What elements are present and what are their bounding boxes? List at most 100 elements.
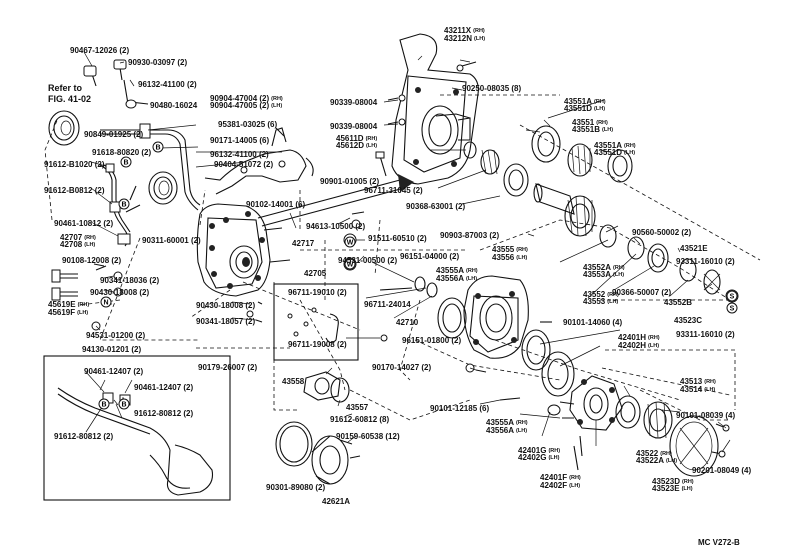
side-suffix: (RH) [365, 136, 378, 142]
oil-seal-90311 [148, 171, 178, 205]
part-label: 90250-08035 (8) [462, 84, 521, 93]
axle-shaft [533, 183, 596, 237]
part-number: 43553 [583, 297, 606, 306]
side-suffix: (RH) [77, 302, 90, 308]
part-label: 90102-14001 (6) [246, 200, 305, 209]
part-label: 43513(RH) [680, 377, 716, 387]
part-label: 42717 [292, 239, 314, 248]
side-suffix: (RH) [607, 292, 619, 298]
side-suffix: (LH) [607, 299, 619, 305]
inset-frame [43, 355, 231, 501]
part-number: 43555A [436, 266, 465, 275]
part-number: 91612-B1020 (2) [44, 160, 105, 169]
part-label: 90108-12008 (2) [62, 256, 121, 265]
side-suffix: (LH) [84, 242, 96, 248]
part-label: 43522A(LH) [636, 456, 677, 466]
part-number: 90108-12008 (2) [62, 256, 122, 265]
part-label: 42402H(LH) [618, 341, 659, 351]
part-number: 42708 [60, 240, 83, 249]
part-number: 96711-19010 (2) [288, 288, 347, 297]
cap-42621A [275, 421, 361, 485]
part-label: 90560-50002 (2) [632, 228, 691, 237]
part-label: 90179-26007 (2) [198, 363, 257, 372]
part-label: 43551(RH) [572, 118, 608, 128]
part-number: 90930-03097 (2) [128, 58, 188, 67]
part-number: 90404-51072 (2) [214, 160, 274, 169]
part-number: 42402F [540, 481, 568, 490]
part-number: 90849-01925 (2) [84, 130, 144, 139]
part-number: 90480-16024 [150, 101, 198, 110]
left-seal [48, 110, 80, 146]
part-label: 91511-60510 (2) [368, 234, 427, 243]
marker-b-1: B [155, 145, 160, 152]
part-label: 90480-16024 [150, 101, 197, 110]
marker-s-1: S [730, 294, 735, 301]
part-number: 42705 [304, 269, 327, 278]
part-label: 96132-41100 (2) [210, 150, 269, 159]
part-label: 93311-16010 (2) [676, 330, 735, 339]
kit-42705 [273, 283, 359, 361]
part-label: 91612-B1020 (2) [44, 160, 104, 169]
part-number: 43551A [564, 97, 593, 106]
part-number: 43211X [444, 26, 472, 35]
part-label: 96151-04000 (2) [400, 252, 459, 261]
part-number: 45619F [48, 308, 76, 317]
part-number: 91612-B0812 (2) [44, 186, 105, 195]
part-number: 43556A [486, 426, 515, 435]
part-label: 42710 [396, 318, 418, 327]
part-label: 43521E [680, 244, 708, 253]
side-suffix: (LH) [648, 343, 660, 349]
flange-43558 [303, 371, 350, 403]
side-suffix: (LH) [466, 276, 478, 282]
side-suffix: (RH) [548, 448, 561, 454]
guide-lines [44, 94, 761, 421]
part-label: 90903-87003 (2) [440, 231, 499, 240]
part-number: 43522 [636, 449, 659, 458]
side-suffix: (RH) [84, 235, 96, 241]
part-label: 43553(LH) [583, 297, 618, 307]
part-label: 90904-47005 (2)(LH) [210, 101, 282, 111]
part-label: 90430-18008 (2) [90, 288, 149, 297]
part-number: 96711-19008 (2) [288, 340, 347, 349]
part-number: 43557 [346, 403, 369, 412]
marker-b-4: B [101, 402, 106, 409]
part-label: 94531-01200 (2) [86, 331, 145, 340]
part-label: 90159-60538 (12) [336, 432, 400, 441]
part-label: 42621A [322, 497, 350, 506]
part-label: 90461-12407 (2) [134, 383, 193, 392]
marker-n: N [103, 300, 108, 307]
side-suffix: (RH) [594, 99, 606, 105]
part-number: 94613-10500 (2) [306, 222, 366, 231]
side-suffix: (LH) [666, 458, 678, 464]
assembly-arrow [257, 174, 414, 227]
part-number: 90201-08049 (4) [692, 466, 752, 475]
part-label: 45619F(LH) [48, 308, 88, 318]
part-number: 43556 [492, 253, 515, 262]
side-suffix: (RH) [596, 120, 608, 126]
part-label: 43514(LH) [680, 385, 715, 395]
part-number: 43556A [436, 274, 465, 283]
part-number: 90101-14060 (4) [563, 318, 623, 327]
side-suffix: (LH) [613, 272, 625, 278]
part-number: 43551 [572, 118, 595, 127]
part-number: 90301-89080 (2) [266, 483, 326, 492]
part-number: 90102-14001 (6) [246, 200, 306, 209]
part-label: 90461-12407 (2) [84, 367, 143, 376]
marker-b-5: B [121, 402, 126, 409]
part-label: 43211X(RH) [444, 26, 485, 36]
part-number: 42401H [618, 333, 647, 342]
part-number: 43212N [444, 34, 473, 43]
part-number: 43552 [583, 290, 606, 299]
side-suffix: (LH) [681, 486, 693, 492]
part-label: 90461-10812 (2) [54, 219, 113, 228]
part-number: 43522A [636, 456, 665, 465]
part-number: 90101-12185 (6) [430, 404, 490, 413]
part-label: 45619E(RH) [48, 300, 89, 310]
part-label: 42707(RH) [60, 233, 96, 243]
part-number: 90461-12407 (2) [84, 367, 144, 376]
part-label: 90301-89080 (2) [266, 483, 325, 492]
part-number: 42621A [322, 497, 351, 506]
part-number: 94531-01200 (2) [86, 331, 146, 340]
part-label: 43522(RH) [636, 449, 672, 459]
